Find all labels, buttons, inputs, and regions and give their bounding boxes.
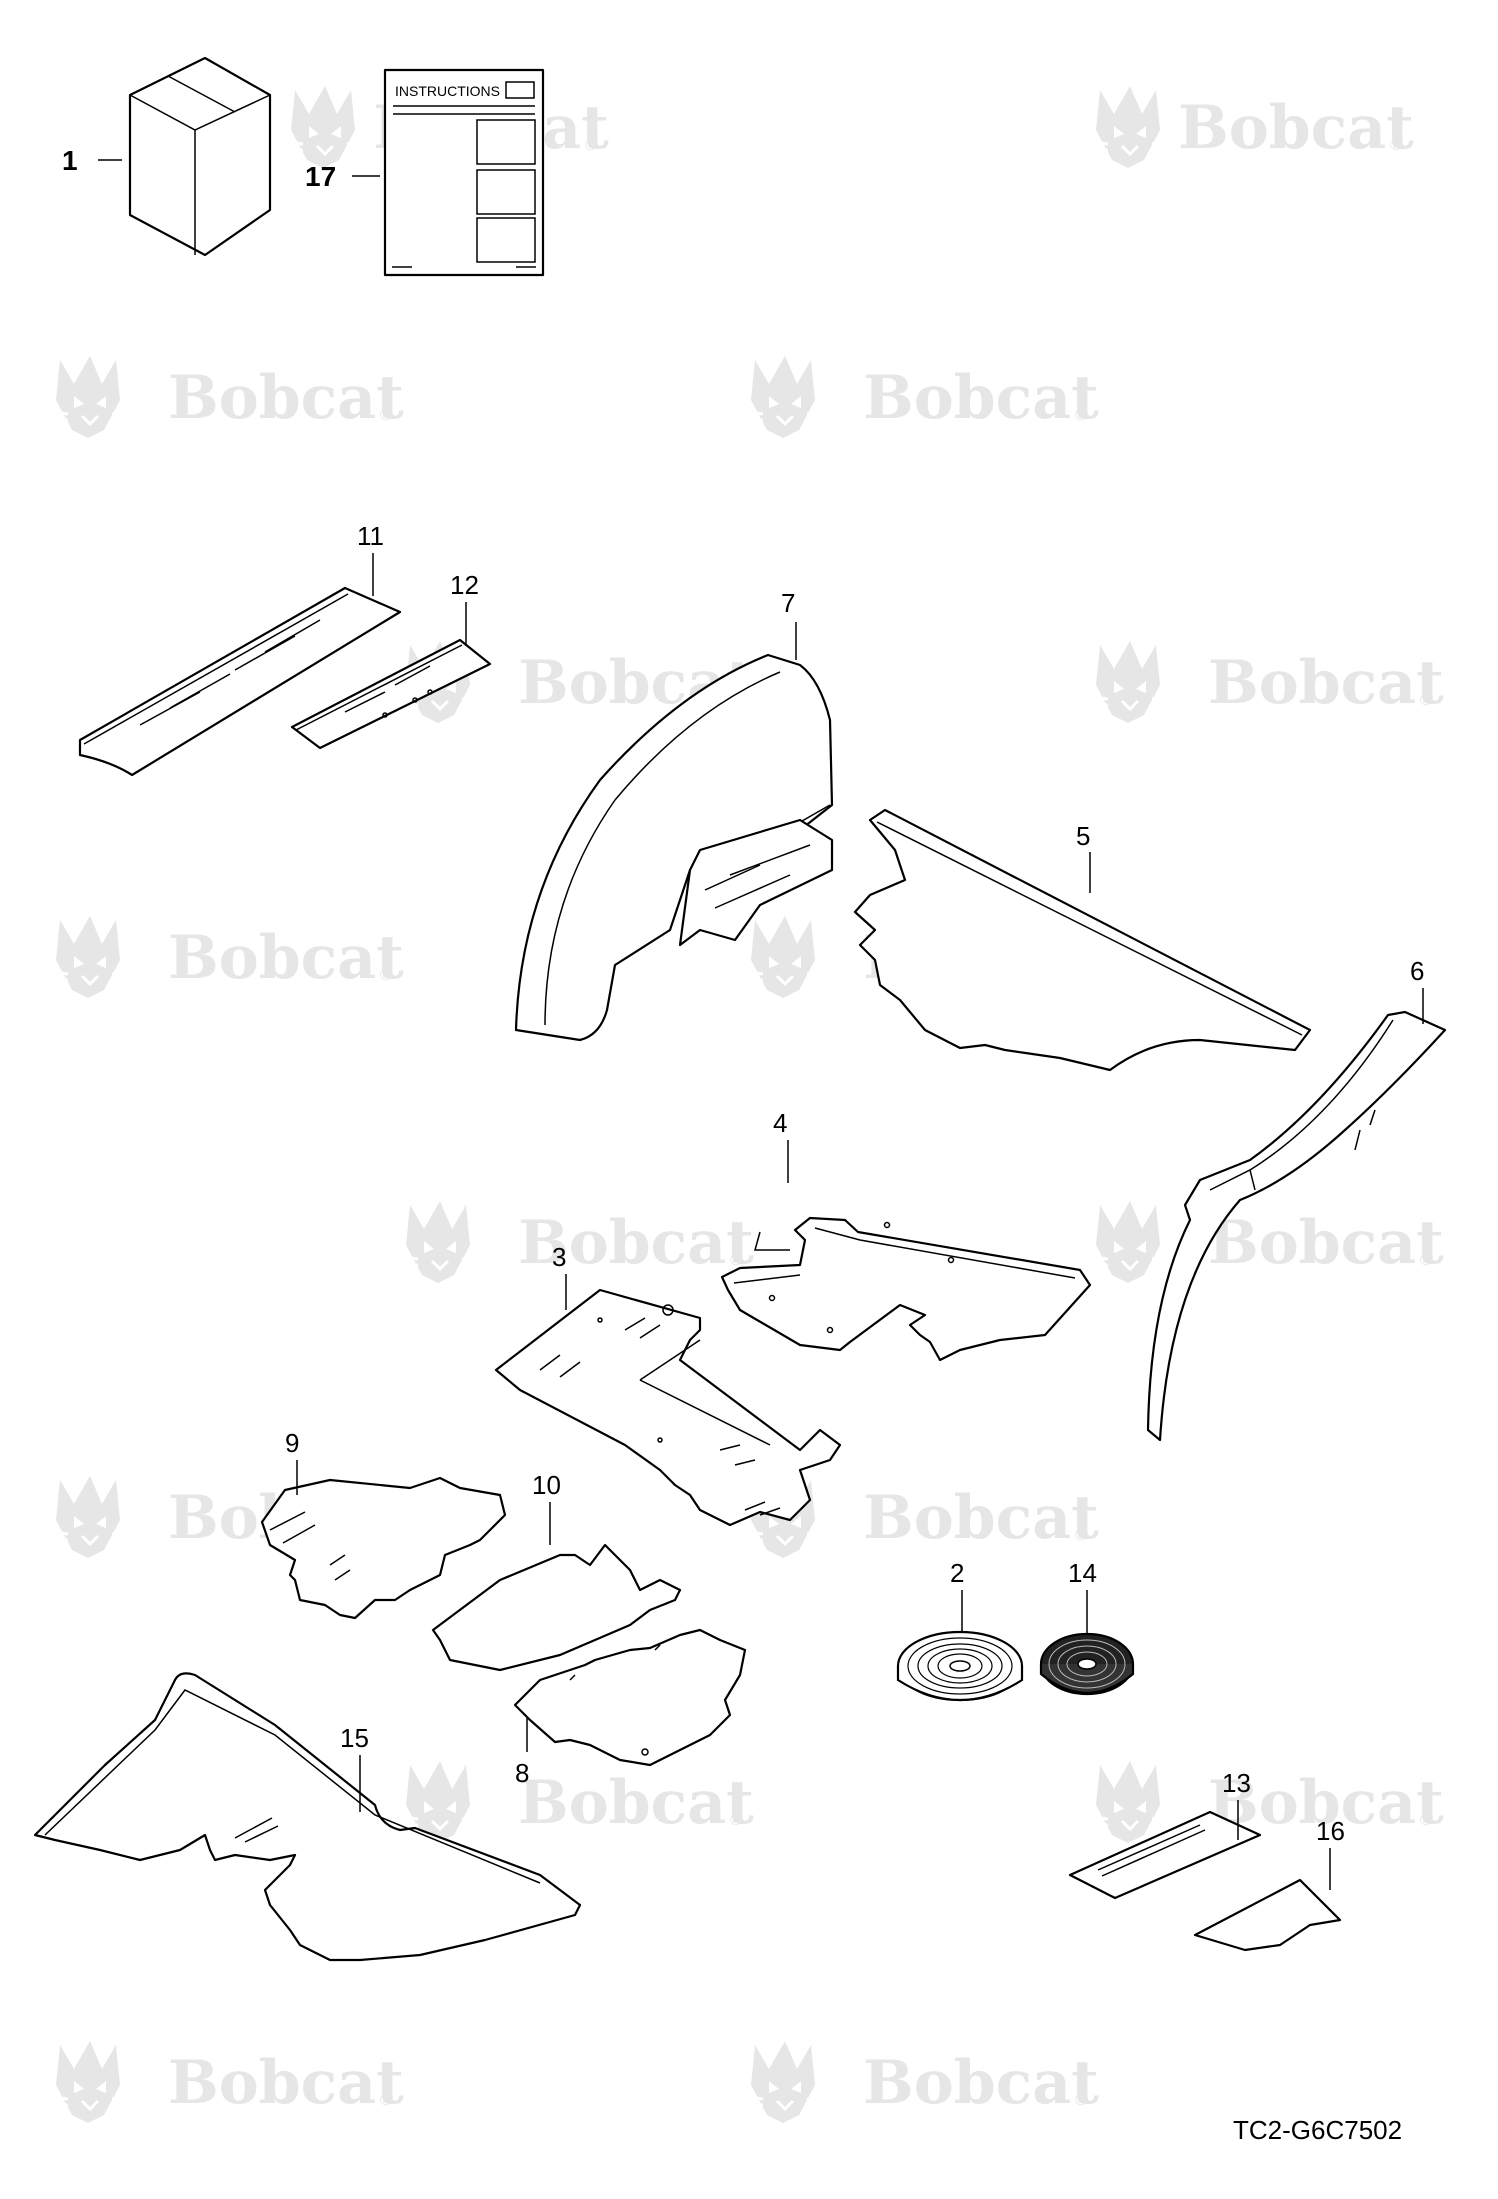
watermark-text: Bobcat — [863, 363, 1099, 433]
watermark-text: Bobcat — [1178, 93, 1414, 163]
part-10-mat: 10 — [431, 1470, 682, 1672]
watermark-mark: ® — [1075, 1527, 1087, 1544]
bobcat-logo-icon — [747, 2039, 823, 2125]
watermark-mark: ® — [730, 1252, 742, 1269]
watermark-mark: ® — [1420, 1812, 1432, 1829]
callout-2: 2 — [950, 1558, 964, 1588]
watermark-7: Bobcat ® — [52, 914, 404, 1000]
part-5-rear-mat: 5 — [853, 808, 1312, 1072]
watermark-text: Bobcat — [168, 2048, 404, 2118]
watermark-13: Bobcat ® — [402, 1759, 754, 1845]
instructions-header: INSTRUCTIONS — [395, 83, 500, 99]
part-12-floor-strip: 12 — [290, 570, 492, 750]
part-16-strip: 16 — [1193, 1816, 1345, 1952]
bobcat-logo-icon — [52, 1474, 128, 1560]
part-15-large-mat: 15 — [33, 1672, 582, 1962]
bobcat-logo-icon — [402, 1199, 478, 1285]
watermark-mark: ® — [1390, 137, 1402, 154]
callout-15: 15 — [340, 1723, 369, 1753]
bobcat-logo-icon — [1092, 84, 1168, 170]
callout-7: 7 — [781, 588, 795, 618]
bobcat-logo-icon — [287, 84, 363, 170]
callout-4: 4 — [773, 1108, 787, 1138]
part-4-front-mat: 4 — [720, 1108, 1092, 1362]
watermark-text: Bobcat — [1208, 648, 1444, 718]
callout-13: 13 — [1222, 1768, 1251, 1798]
callout-3: 3 — [552, 1242, 566, 1272]
watermark-4: Bobcat ® — [747, 354, 1099, 440]
watermark-9: Bobcat ® — [402, 1199, 754, 1285]
watermark-mark: ® — [380, 967, 392, 984]
bobcat-logo-icon — [52, 354, 128, 440]
watermark-6: Bobcat ® — [1092, 639, 1444, 725]
callout-17: 17 — [305, 161, 336, 192]
bobcat-logo-icon — [1092, 639, 1168, 725]
part-8-mat: 8 — [513, 1628, 747, 1788]
watermark-mark: ® — [380, 2092, 392, 2109]
watermark-12: Bobcat ® — [747, 1474, 1099, 1560]
watermark-3: Bobcat ® — [52, 354, 404, 440]
callout-16: 16 — [1316, 1816, 1345, 1846]
watermark-text: Bobcat — [863, 1483, 1099, 1553]
callout-5: 5 — [1076, 821, 1090, 851]
callout-6: 6 — [1410, 956, 1424, 986]
bobcat-logo-icon — [52, 914, 128, 1000]
bobcat-logo-icon — [747, 354, 823, 440]
watermark-15: Bobcat ® — [52, 2039, 404, 2125]
part-11-floor-strip: 11 — [78, 521, 402, 777]
watermark-layer: Bobcat ® Bobcat ® Bobcat ® Bobcat ® Bobc… — [52, 84, 1444, 2125]
callout-14: 14 — [1068, 1558, 1097, 1588]
watermark-text: Bobcat — [168, 923, 404, 993]
watermark-mark: ® — [730, 1812, 742, 1829]
watermark-mark: ® — [1075, 407, 1087, 424]
part-14-tape-roll: 14 — [1039, 1558, 1135, 1696]
watermark-text: Bobcat — [863, 2048, 1099, 2118]
part-7-fender-cover: 7 — [514, 588, 834, 1042]
part-17-instruction-sheet: INSTRUCTIONS 17 — [305, 68, 545, 277]
watermark-16: Bobcat ® — [747, 2039, 1099, 2125]
watermark-mark: ® — [380, 407, 392, 424]
callout-1: 1 — [62, 145, 78, 176]
watermark-mark: ® — [1420, 692, 1432, 709]
part-6-side-panel: 6 — [1146, 956, 1447, 1442]
callout-12: 12 — [450, 570, 479, 600]
watermark-mark: ® — [1075, 2092, 1087, 2109]
callout-9: 9 — [285, 1428, 299, 1458]
watermark-mark: ® — [1420, 1252, 1432, 1269]
bobcat-logo-icon — [52, 2039, 128, 2125]
watermark-text: Bobcat — [1208, 1208, 1444, 1278]
watermark-text: Bobcat — [168, 363, 404, 433]
part-13-strip: 13 — [1068, 1768, 1262, 1900]
callout-10: 10 — [532, 1470, 561, 1500]
part-2-tape-roll: 2 — [896, 1558, 1024, 1702]
watermark-text: Bobcat — [518, 1208, 754, 1278]
watermark-mark: ® — [585, 137, 597, 154]
drawing-code: TC2-G6C7502 — [1233, 2115, 1402, 2145]
watermark-text: Bobcat — [518, 1768, 754, 1838]
part-3-floor-plate: 3 — [494, 1242, 842, 1527]
watermark-text: Bobcat — [1208, 1768, 1444, 1838]
watermark-10: Bobcat ® — [1092, 1199, 1444, 1285]
bobcat-logo-icon — [1092, 1199, 1168, 1285]
part-1-kit-box: 1 — [62, 56, 272, 257]
watermark-2: Bobcat ® — [1092, 84, 1414, 170]
part-9-mat: 9 — [260, 1428, 507, 1620]
callout-11: 11 — [357, 521, 384, 551]
bobcat-logo-icon — [747, 914, 823, 1000]
callout-8: 8 — [515, 1758, 529, 1788]
bobcat-logo-icon — [1092, 1759, 1168, 1845]
watermark-14: Bobcat ® — [1092, 1759, 1444, 1845]
